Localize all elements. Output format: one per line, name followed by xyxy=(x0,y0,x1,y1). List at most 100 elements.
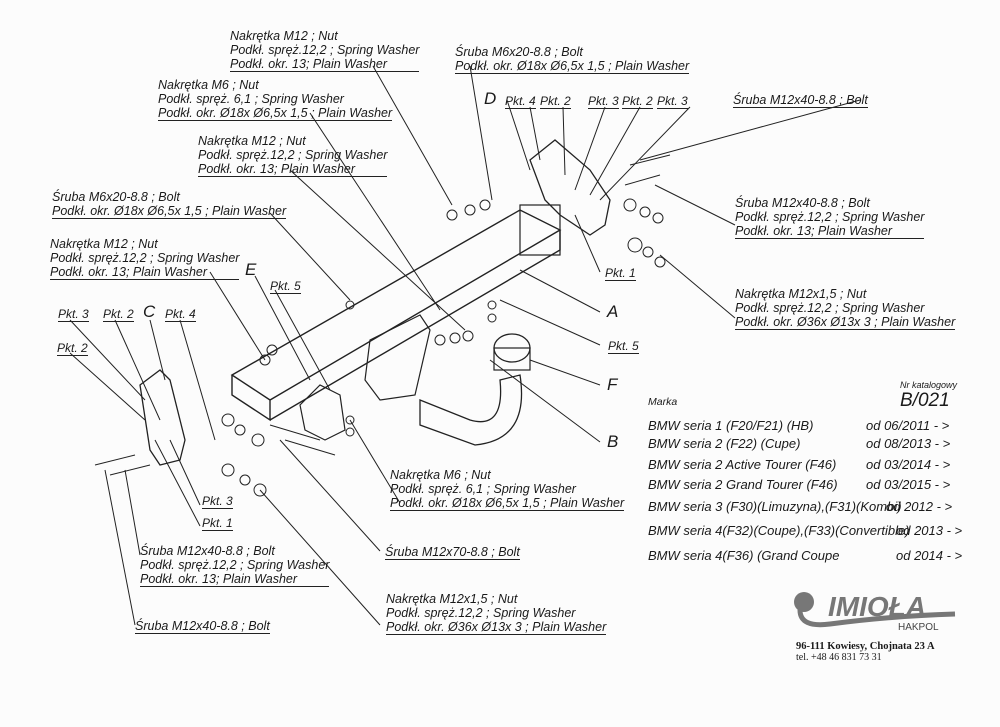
label-line: Nakrętka M6 ; Nut xyxy=(158,78,259,92)
label-line: Śruba M6x20-8.8 ; Bolt xyxy=(455,45,583,59)
label-line: Nakrętka M12 ; Nut xyxy=(50,237,158,251)
label-line: Podkł. spręż.12,2 ; Spring Washer xyxy=(140,558,330,572)
phone: tel. +48 46 831 73 31 xyxy=(796,652,882,663)
label-line: Podkł. spręż.12,2 ; Spring Washer xyxy=(735,301,925,315)
label-line: Podkł. okr. Ø18x Ø6,5x 1,5 ; Plain Washe… xyxy=(390,496,625,511)
mark-pkt3-d2: Pkt. 3 xyxy=(657,94,688,109)
bracket-c xyxy=(139,369,186,466)
part-letter-b: B xyxy=(607,432,619,451)
table-row: BMW seria 2 Active Tourer (F46) od 03/201… xyxy=(648,457,950,472)
mark-pkt2-c2: Pkt. 2 xyxy=(57,341,88,356)
date: od 03/2015 - > xyxy=(866,477,951,492)
label-line: Podkł. spręż.12,2 ; Spring Washer xyxy=(50,251,240,265)
mark-pkt3-c2: Pkt. 3 xyxy=(202,494,233,509)
label-line: Podkł. okr. 13; Plain Washer xyxy=(198,162,388,177)
label-line: Podkł. okr. 13; Plain Washer xyxy=(140,572,330,587)
label-line: Podkł. okr. Ø18x Ø6,5x 1,5 ; Plain Washe… xyxy=(158,106,393,121)
label-line: Śruba M12x40-8.8 ; Bolt xyxy=(735,196,870,210)
label-line: Nakrętka M12 ; Nut xyxy=(230,29,338,43)
receiver-bracket xyxy=(364,314,431,401)
mark-pkt1-c: Pkt. 1 xyxy=(202,516,233,531)
svg-text:IMIOŁA: IMIOŁA xyxy=(828,591,926,622)
label-line: Podkł. spręż.12,2 ; Spring Washer xyxy=(230,43,420,57)
address: 96-111 Kowiesy, Chojnata 23 A xyxy=(796,641,935,652)
part-letter-e: E xyxy=(245,260,257,279)
mark-pkt5-e: Pkt. 5 xyxy=(270,279,301,294)
socket-plate xyxy=(299,384,346,441)
model: BMW seria 2 Grand Tourer (F46) xyxy=(648,477,838,492)
label-bolt-m12x40-topright: Śruba M12x40-8.8 ; Bolt xyxy=(733,93,868,108)
label-line: Podkł. spręż.12,2 ; Spring Washer xyxy=(386,606,576,620)
label-line: Podkł. spręż. 6,1 ; Spring Washer xyxy=(390,482,576,496)
part-letter-d: D xyxy=(484,89,497,108)
label-line: Podkł. okr. 13; Plain Washer xyxy=(230,57,420,72)
label-line: Śruba M12x40-8.8 ; Bolt xyxy=(733,93,868,108)
mark-pkt4-d: Pkt. 4 xyxy=(505,94,536,109)
mark-pkt2-d2: Pkt. 2 xyxy=(622,94,653,109)
label-line: Podkł. okr. 13; Plain Washer xyxy=(735,224,925,239)
mark-pkt3-c: Pkt. 3 xyxy=(58,307,89,322)
mark-pkt4-c: Pkt. 4 xyxy=(165,307,196,322)
label-line: Podkł. spręż. 6,1 ; Spring Washer xyxy=(158,92,344,106)
leader-line xyxy=(69,65,861,626)
table-row: BMW seria 2 Grand Tourer (F46) od 03/2015… xyxy=(648,477,950,492)
svg-text:HAKPOL: HAKPOL xyxy=(898,622,939,633)
crossbar xyxy=(230,209,562,422)
label-line: Śruba M6x20-8.8 ; Bolt xyxy=(52,190,180,204)
catalog-number: B/021 xyxy=(900,390,950,411)
table-row: BMW seria 4(F32)(Coupe),(F33)(Convertibl… xyxy=(648,523,962,538)
label-line: Podkł. okr. Ø36x Ø13x 3 ; Plain Washer xyxy=(386,620,607,635)
table-row: BMW seria 1 (F20/F21) (HB)od 06/2011 - > xyxy=(648,418,949,433)
label-line: Podkł. okr. Ø18x Ø6,5x 1,5 ; Plain Washe… xyxy=(455,59,690,74)
part-letter-c: C xyxy=(143,302,156,321)
crossbar-end-right xyxy=(519,204,561,256)
table-row: BMW seria 4(F36) (Grand Coupe od 2014 - > xyxy=(648,548,962,563)
model: BMW seria 2 Active Tourer (F46) xyxy=(648,457,837,472)
date: od 08/2013 - > xyxy=(866,436,951,451)
model: BMW seria 4(F32)(Coupe),(F33)(Convertibl… xyxy=(648,523,910,538)
label-line: Podkł. okr. Ø36x Ø13x 3 ; Plain Washer xyxy=(735,315,956,330)
fasteners xyxy=(94,154,671,497)
mark-pkt3-d: Pkt. 3 xyxy=(588,94,619,109)
date: od 2014 - > xyxy=(896,548,963,563)
label-line: Nakrętka M12 ; Nut xyxy=(198,134,306,148)
label-line: Podkł. spręż.12,2 ; Spring Washer xyxy=(198,148,388,162)
label-line: Nakrętka M12x1,5 ; Nut xyxy=(386,592,518,606)
mark-pkt1-right: Pkt. 1 xyxy=(605,266,636,281)
mark-pkt5-right: Pkt. 5 xyxy=(608,339,639,354)
label-bolt-m12x70: Śruba M12x70-8.8 ; Bolt xyxy=(385,545,520,560)
model: BMW seria 4(F36) (Grand Coupe xyxy=(648,548,840,563)
logo-hook-icon: IMIOŁA HAKPOL xyxy=(794,591,956,633)
catalog-number-label: Nr katalogowy xyxy=(900,380,958,390)
company-address: 96-111 Kowiesy, Chojnata 23 A tel. +48 4… xyxy=(796,641,935,663)
table-row: BMW seria 3 (F30)(Limuzyna),(F31)(Kombi)… xyxy=(648,499,952,514)
company-logo: IMIOŁA HAKPOL xyxy=(790,588,960,638)
brand-label: Marka xyxy=(648,396,678,408)
label-line: Podkł. okr. Ø18x Ø6,5x 1,5 ; Plain Washe… xyxy=(52,204,287,219)
label-line: Nakrętka M6 ; Nut xyxy=(390,468,491,482)
part-letter-a: A xyxy=(607,302,619,321)
label-line: Śruba M12x40-8.8 ; Bolt xyxy=(135,619,270,634)
model: BMW seria 3 (F30)(Limuzyna),(F31)(Kombi) xyxy=(648,499,902,514)
label-line: Podkł. okr. 13; Plain Washer xyxy=(50,265,240,280)
label-line: Nakrętka M12x1,5 ; Nut xyxy=(735,287,867,301)
date: od 03/2014 - > xyxy=(866,457,951,472)
label-line: Śruba M12x40-8.8 ; Bolt xyxy=(140,544,275,558)
date: od 2012 - > xyxy=(886,499,953,514)
label-line: Śruba M12x70-8.8 ; Bolt xyxy=(385,545,520,560)
date: od 2013 - > xyxy=(896,523,963,538)
label-bolt-m12x40-bottom: Śruba M12x40-8.8 ; Bolt xyxy=(135,619,270,634)
model: BMW seria 2 (F22) (Cupe) xyxy=(648,436,801,451)
model: BMW seria 1 (F20/F21) (HB) xyxy=(648,418,814,433)
bracket-d xyxy=(529,139,611,236)
